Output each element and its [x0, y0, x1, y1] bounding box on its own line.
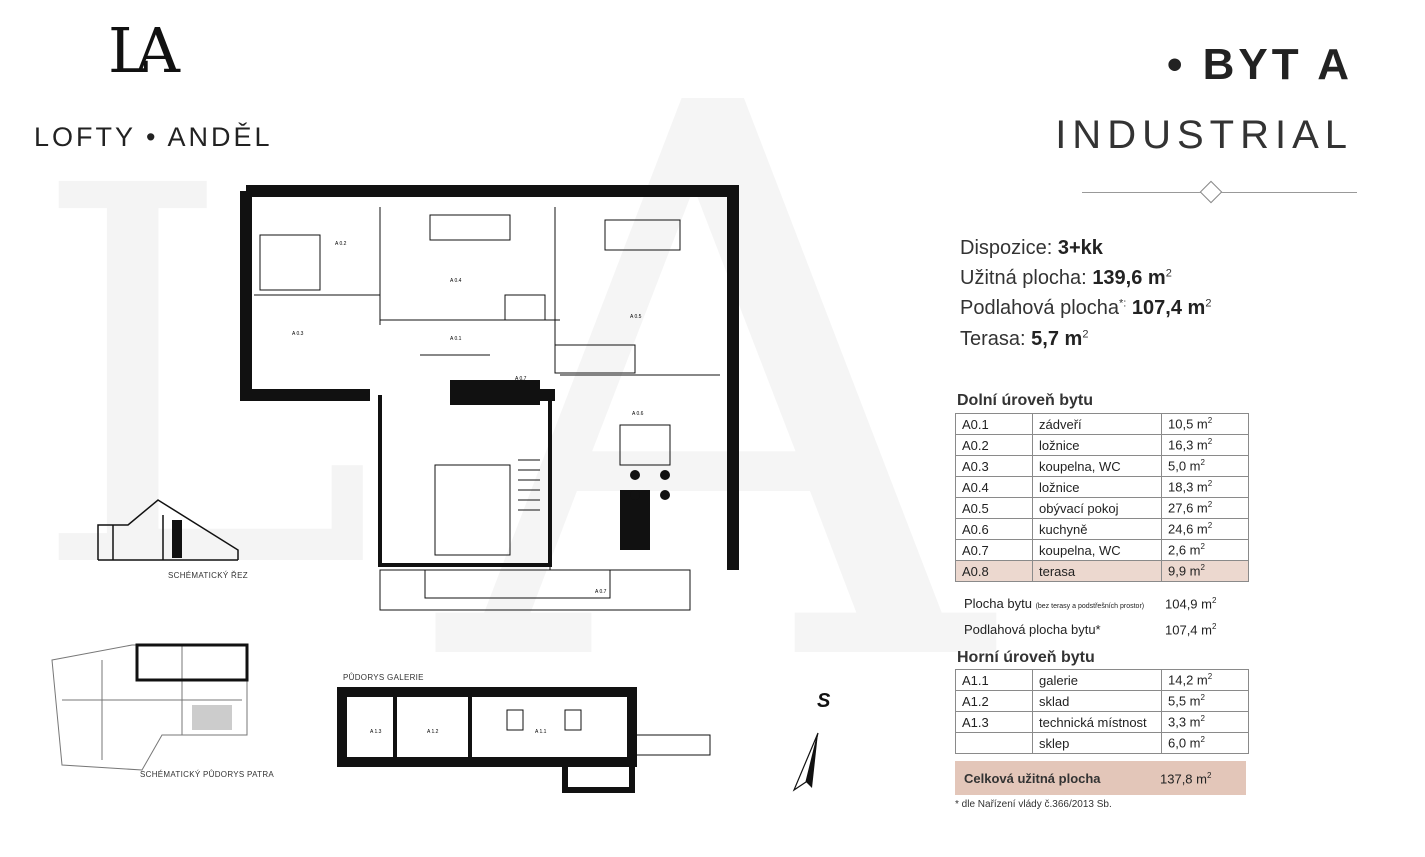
- room-label-a01: A 0.1: [450, 336, 462, 342]
- total-area-band: [955, 761, 1246, 795]
- room-area: 2,6 m2: [1161, 539, 1249, 561]
- floor-overview-schematic: [51, 643, 249, 771]
- room-code: A0.4: [955, 476, 1033, 498]
- room-code: A0.2: [955, 434, 1033, 456]
- room-area: 27,6 m2: [1161, 497, 1249, 519]
- room-label-a05: A 0.5: [630, 314, 642, 320]
- room-label-a12: A 1.2: [427, 729, 439, 735]
- floor-overview-caption: SCHÉMATICKÝ PŮDORYS PATRA: [140, 770, 275, 779]
- room-name: ložnice: [1032, 434, 1162, 456]
- room-code: A1.1: [955, 669, 1033, 691]
- page-title: • BYT A: [1167, 40, 1353, 89]
- floor-area-label: Podlahová plocha bytu*: [964, 622, 1101, 637]
- upper-level-title: Horní úroveň bytu: [957, 649, 1095, 666]
- room-name: technická místnost: [1032, 711, 1162, 733]
- section-schematic: [97, 499, 239, 561]
- room-name: ložnice: [1032, 476, 1162, 498]
- divider-diamond-icon: [1199, 180, 1223, 204]
- room-code: A0.8: [955, 560, 1033, 582]
- room-code: A0.3: [955, 455, 1033, 477]
- footnote: * dle Nařízení vlády č.366/2013 Sb.: [955, 799, 1112, 810]
- room-name: terasa: [1032, 560, 1162, 582]
- room-code: A0.7: [955, 539, 1033, 561]
- room-area: 3,3 m2: [1161, 711, 1249, 733]
- room-code: A0.1: [955, 413, 1033, 435]
- room-code: A0.6: [955, 518, 1033, 540]
- room-area: 6,0 m2: [1161, 732, 1249, 754]
- room-area: 14,2 m2: [1161, 669, 1249, 691]
- room-name: koupelna, WC: [1032, 539, 1162, 561]
- room-area: 16,3 m2: [1161, 434, 1249, 456]
- room-code: [955, 732, 1033, 754]
- room-label-a08: A 0.7: [595, 589, 607, 595]
- total-area-label: Celková užitná plocha: [964, 771, 1101, 786]
- north-label: S: [817, 690, 831, 712]
- room-name: galerie: [1032, 669, 1162, 691]
- room-area: 18,3 m2: [1161, 476, 1249, 498]
- north-arrow-icon: [792, 732, 819, 792]
- room-name: kuchyně: [1032, 518, 1162, 540]
- room-label-a03: A 0.3: [292, 331, 304, 337]
- gallery-plan: A 1.3 A 1.2 A 1.1: [337, 687, 711, 793]
- room-area: 5,5 m2: [1161, 690, 1249, 712]
- room-code: A1.2: [955, 690, 1033, 712]
- room-name: sklep: [1032, 732, 1162, 754]
- room-name: koupelna, WC: [1032, 455, 1162, 477]
- room-label-a11: A 1.1: [535, 729, 547, 735]
- room-label-a07: A 0.7: [515, 376, 527, 382]
- room-label-a04: A 0.4: [450, 278, 462, 284]
- room-name: zádveří: [1032, 413, 1162, 435]
- floor-plan: A 0.2 A 0.3 A 0.4 A 0.1 A 0.5 A 0.6 A 0.…: [240, 185, 739, 611]
- room-name: obývací pokoj: [1032, 497, 1162, 519]
- brand-name: LOFTY • ANDĚL: [34, 122, 273, 152]
- room-area: 9,9 m2: [1161, 560, 1249, 582]
- spec-floor-area: Podlahová plocha*: 107,4 m2: [960, 297, 1212, 319]
- logo-mark: LA: [108, 14, 180, 87]
- total-area-value: 137,8 m2: [1160, 771, 1212, 787]
- floor-area-value: 107,4 m2: [1165, 622, 1217, 638]
- room-area: 5,0 m2: [1161, 455, 1249, 477]
- gallery-caption: PŮDORYS GALERIE: [343, 673, 424, 682]
- watermark-logo: L: [30, 77, 376, 683]
- spec-terrace: Terasa: 5,7 m2: [960, 328, 1089, 350]
- section-caption: SCHÉMATICKÝ ŘEZ: [168, 571, 248, 580]
- spec-layout: Dispozice: 3+kk: [960, 237, 1103, 259]
- room-label-a02: A 0.2: [335, 241, 347, 247]
- room-area: 24,6 m2: [1161, 518, 1249, 540]
- apartment-area-value: 104,9 m2: [1165, 596, 1217, 612]
- apartment-area-label: Plocha bytu (bez terasy a podstřešních p…: [964, 596, 1145, 611]
- room-label-a06: A 0.6: [632, 411, 644, 417]
- room-code: A1.3: [955, 711, 1033, 733]
- room-name: sklad: [1032, 690, 1162, 712]
- page-subtitle: INDUSTRIAL: [1055, 113, 1353, 157]
- room-area: 10,5 m2: [1161, 413, 1249, 435]
- room-label-a13: A 1.3: [370, 729, 382, 735]
- lower-level-title: Dolní úroveň bytu: [957, 392, 1093, 409]
- spec-usable-area: Užitná plocha: 139,6 m2: [960, 267, 1172, 289]
- room-code: A0.5: [955, 497, 1033, 519]
